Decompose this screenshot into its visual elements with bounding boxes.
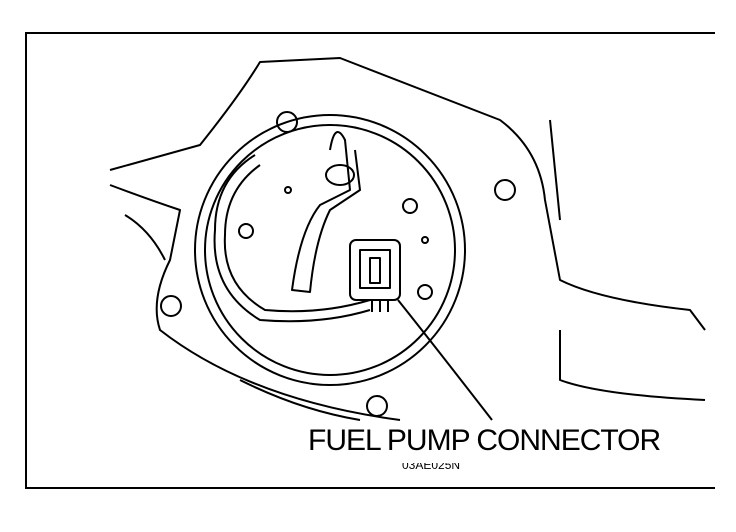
callout-leader (397, 299, 493, 421)
figure-frame (25, 32, 715, 489)
fuel-line (291, 131, 361, 293)
figure-code: 03AE025N (402, 463, 461, 472)
mounting-holes (160, 111, 516, 417)
wiring-harness (213, 154, 371, 323)
connector (349, 239, 401, 312)
pump-ring (194, 114, 466, 386)
fuel-pump-connector-label: FUEL PUMP CONNECTOR (308, 424, 661, 457)
tank-plate (109, 57, 706, 421)
bolts (238, 186, 433, 300)
